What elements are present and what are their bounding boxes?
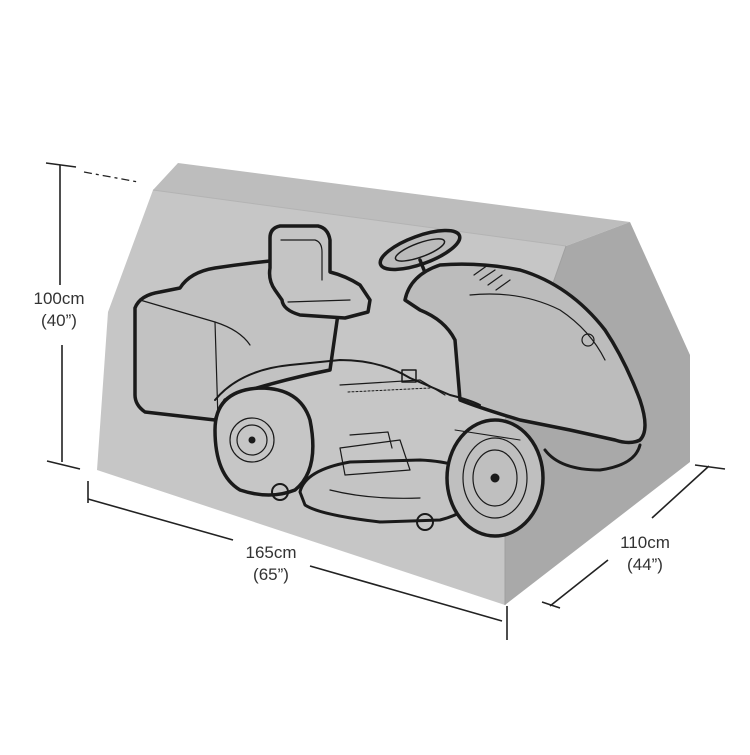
height-metric: 100cm: [33, 289, 85, 308]
dimension-lines: [45, 162, 726, 640]
width-metric: 110cm: [620, 533, 670, 552]
length-imperial: (65”): [253, 565, 289, 584]
height-label: 100cm (40”): [14, 288, 104, 332]
length-metric: 165cm: [245, 543, 297, 562]
mower-outline: [133, 224, 647, 538]
width-imperial: (44”): [627, 555, 663, 574]
length-label: 165cm (65”): [226, 542, 316, 586]
height-imperial: (40”): [41, 311, 77, 330]
width-label: 110cm (44”): [600, 532, 690, 576]
